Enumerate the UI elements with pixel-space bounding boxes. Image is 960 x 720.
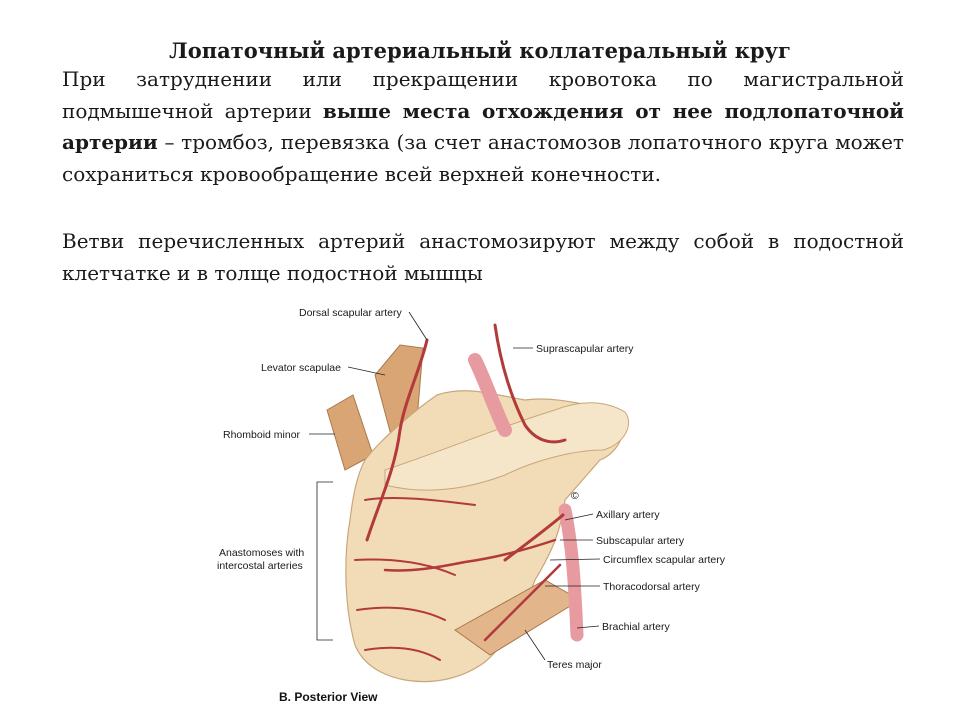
paragraph-1: При затруднении или прекращении кровоток… — [62, 64, 904, 190]
paragraph-1-bold: выше места отхождения от нее подлопаточн… — [62, 98, 904, 155]
label-copyright: © — [571, 490, 579, 502]
paragraph-2: Ветви перечисленных артерий анастомозиру… — [62, 229, 904, 285]
brachial-vessel — [558, 503, 584, 642]
label-axillary: Axillary artery — [596, 509, 660, 521]
paragraph-1-text-b: – тромбоз, перевязка (за счет анастомозо… — [62, 130, 904, 186]
dorsal-scapular-artery — [365, 338, 429, 542]
suprascapular-artery — [493, 323, 567, 444]
leader-brachial — [576, 625, 600, 629]
label-thoracodorsal: Thoracodorsal artery — [603, 581, 701, 593]
leader-circumflex — [549, 558, 601, 561]
label-rhomboid: Rhomboid minor — [223, 429, 301, 441]
label-subscapular: Subscapular artery — [596, 535, 685, 547]
label-teres: Teres major — [547, 659, 602, 671]
label-dorsal-scapular: Dorsal scapular artery — [299, 307, 402, 319]
scapula-illustration: Dorsal scapular artery Levator scapulae … — [217, 307, 725, 704]
intercostal-anastomosis-3 — [356, 606, 446, 621]
label-suprascapular: Suprascapular artery — [536, 343, 634, 355]
thoracodorsal-artery — [483, 563, 562, 642]
label-circumflex: Circumflex scapular artery — [603, 554, 725, 566]
leader-teres — [524, 629, 546, 661]
intercostal-anastomosis-1 — [364, 496, 476, 506]
leader-axillary — [564, 513, 594, 521]
leader-levator — [347, 366, 386, 376]
bracket-anastomoses — [316, 481, 333, 641]
slide-title: Лопаточный артериальный коллатеральный к… — [169, 38, 791, 63]
intercostal-anastomosis-2 — [354, 558, 456, 576]
label-anastomoses-line1: Anastomoses with — [219, 547, 304, 559]
leader-dorsal-scapular — [408, 311, 428, 341]
label-levator: Levator scapulae — [261, 362, 341, 374]
axillary-vessel — [468, 353, 512, 437]
label-anastomoses-line2: intercostal arteries — [217, 560, 303, 572]
paragraph-1-text-a: При затруднении или прекращении кровоток… — [62, 67, 904, 123]
intercostal-anastomosis-4 — [364, 646, 441, 661]
figure-caption: B. Posterior View — [279, 690, 378, 704]
label-brachial: Brachial artery — [602, 621, 670, 633]
subscapular-artery — [503, 513, 565, 562]
circumflex-scapular-artery — [383, 538, 557, 572]
